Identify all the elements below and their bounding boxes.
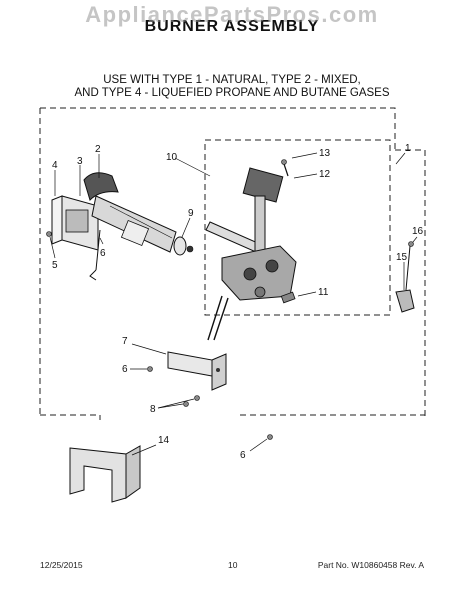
footer-part-number: Part No. W10860458 Rev. A [317,560,424,570]
screw-5 [46,231,52,237]
callout-6-support: 6 [240,450,246,461]
callout-7: 7 [122,336,128,347]
flame-sensor-part [395,241,415,313]
valve-bracket-part [167,351,227,391]
callout-14: 14 [158,435,170,446]
screw-6-bracket [147,366,153,372]
callout-8: 8 [150,404,156,415]
burner-support-part [69,445,141,503]
outer-boundary-right [395,149,426,420]
footer-date: 12/25/2015 [40,560,83,570]
valve-assembly-boundary [204,139,391,316]
wire-lead [95,229,101,271]
subtitle-line-2: AND TYPE 4 - LIQUEFIED PROPANE AND BUTAN… [74,87,390,99]
screw-8a [183,401,189,407]
callout-1: 1 [405,143,411,154]
screw-6-support [267,434,273,440]
wire-lead-end [89,269,97,281]
callout-12: 12 [319,169,331,180]
callout-16: 16 [412,226,424,237]
watermark: AppliancePartsPros.com [85,2,379,27]
orifice-part [173,236,194,256]
subtitle-line-1: USE WITH TYPE 1 - NATURAL, TYPE 2 - MIXE… [103,74,361,86]
callout-6-bracket: 6 [122,364,128,375]
callout-3: 3 [77,156,83,167]
outer-boundary-bottom-left [40,414,101,420]
burner-tube-part [83,172,177,253]
leader-lines [49,152,418,456]
callout-10: 10 [166,152,178,163]
gas-valve-part [205,167,297,341]
outer-boundary-top [40,107,396,150]
callout-6-top: 6 [100,248,106,259]
callout-2: 2 [95,144,101,155]
mounting-bracket-part [51,195,99,251]
valve-screw-part [280,291,296,304]
callout-9: 9 [188,208,194,219]
callout-11: 11 [318,287,329,298]
coil-screw-part [281,159,289,177]
screw-8b [194,395,200,401]
callout-5: 5 [52,260,58,271]
callout-15: 15 [396,252,408,263]
callout-13: 13 [319,148,331,159]
callout-4: 4 [52,160,58,171]
footer-page-number: 10 [228,560,238,570]
page-title: BURNER ASSEMBLY [144,18,320,35]
